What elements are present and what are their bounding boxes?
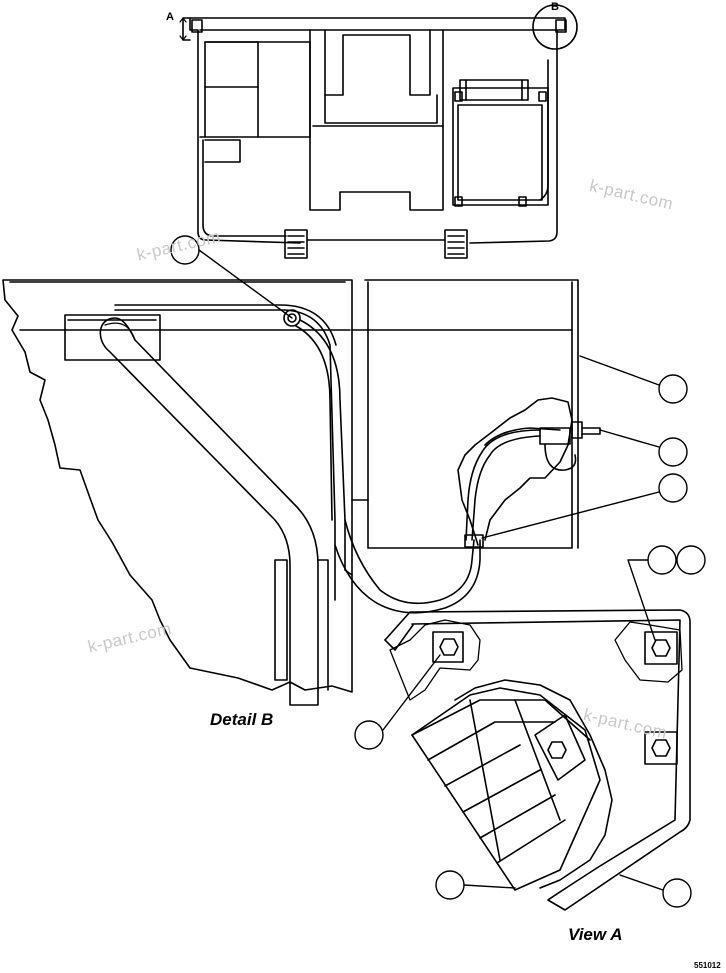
callout-circle	[676, 545, 706, 575]
callout-circle	[435, 870, 465, 900]
callout-circle	[658, 374, 688, 404]
callouts	[170, 235, 706, 908]
view-a-marker: A	[166, 11, 174, 23]
callout-circle	[647, 545, 677, 575]
callout-circle	[658, 437, 688, 467]
callout-circle	[662, 878, 692, 908]
callout-circle	[354, 720, 384, 750]
detail-b-marker: B	[551, 1, 559, 13]
view-a-drawing	[384, 609, 691, 911]
view-a-caption: View A	[568, 925, 623, 944]
callout-circle	[658, 473, 688, 503]
right-panel-drawing	[334, 279, 601, 614]
overview-drawing	[179, 4, 578, 259]
detail-b-caption: Detail B	[210, 710, 274, 729]
detail-b-drawing	[2, 279, 353, 706]
document-number: 551012	[694, 961, 721, 970]
